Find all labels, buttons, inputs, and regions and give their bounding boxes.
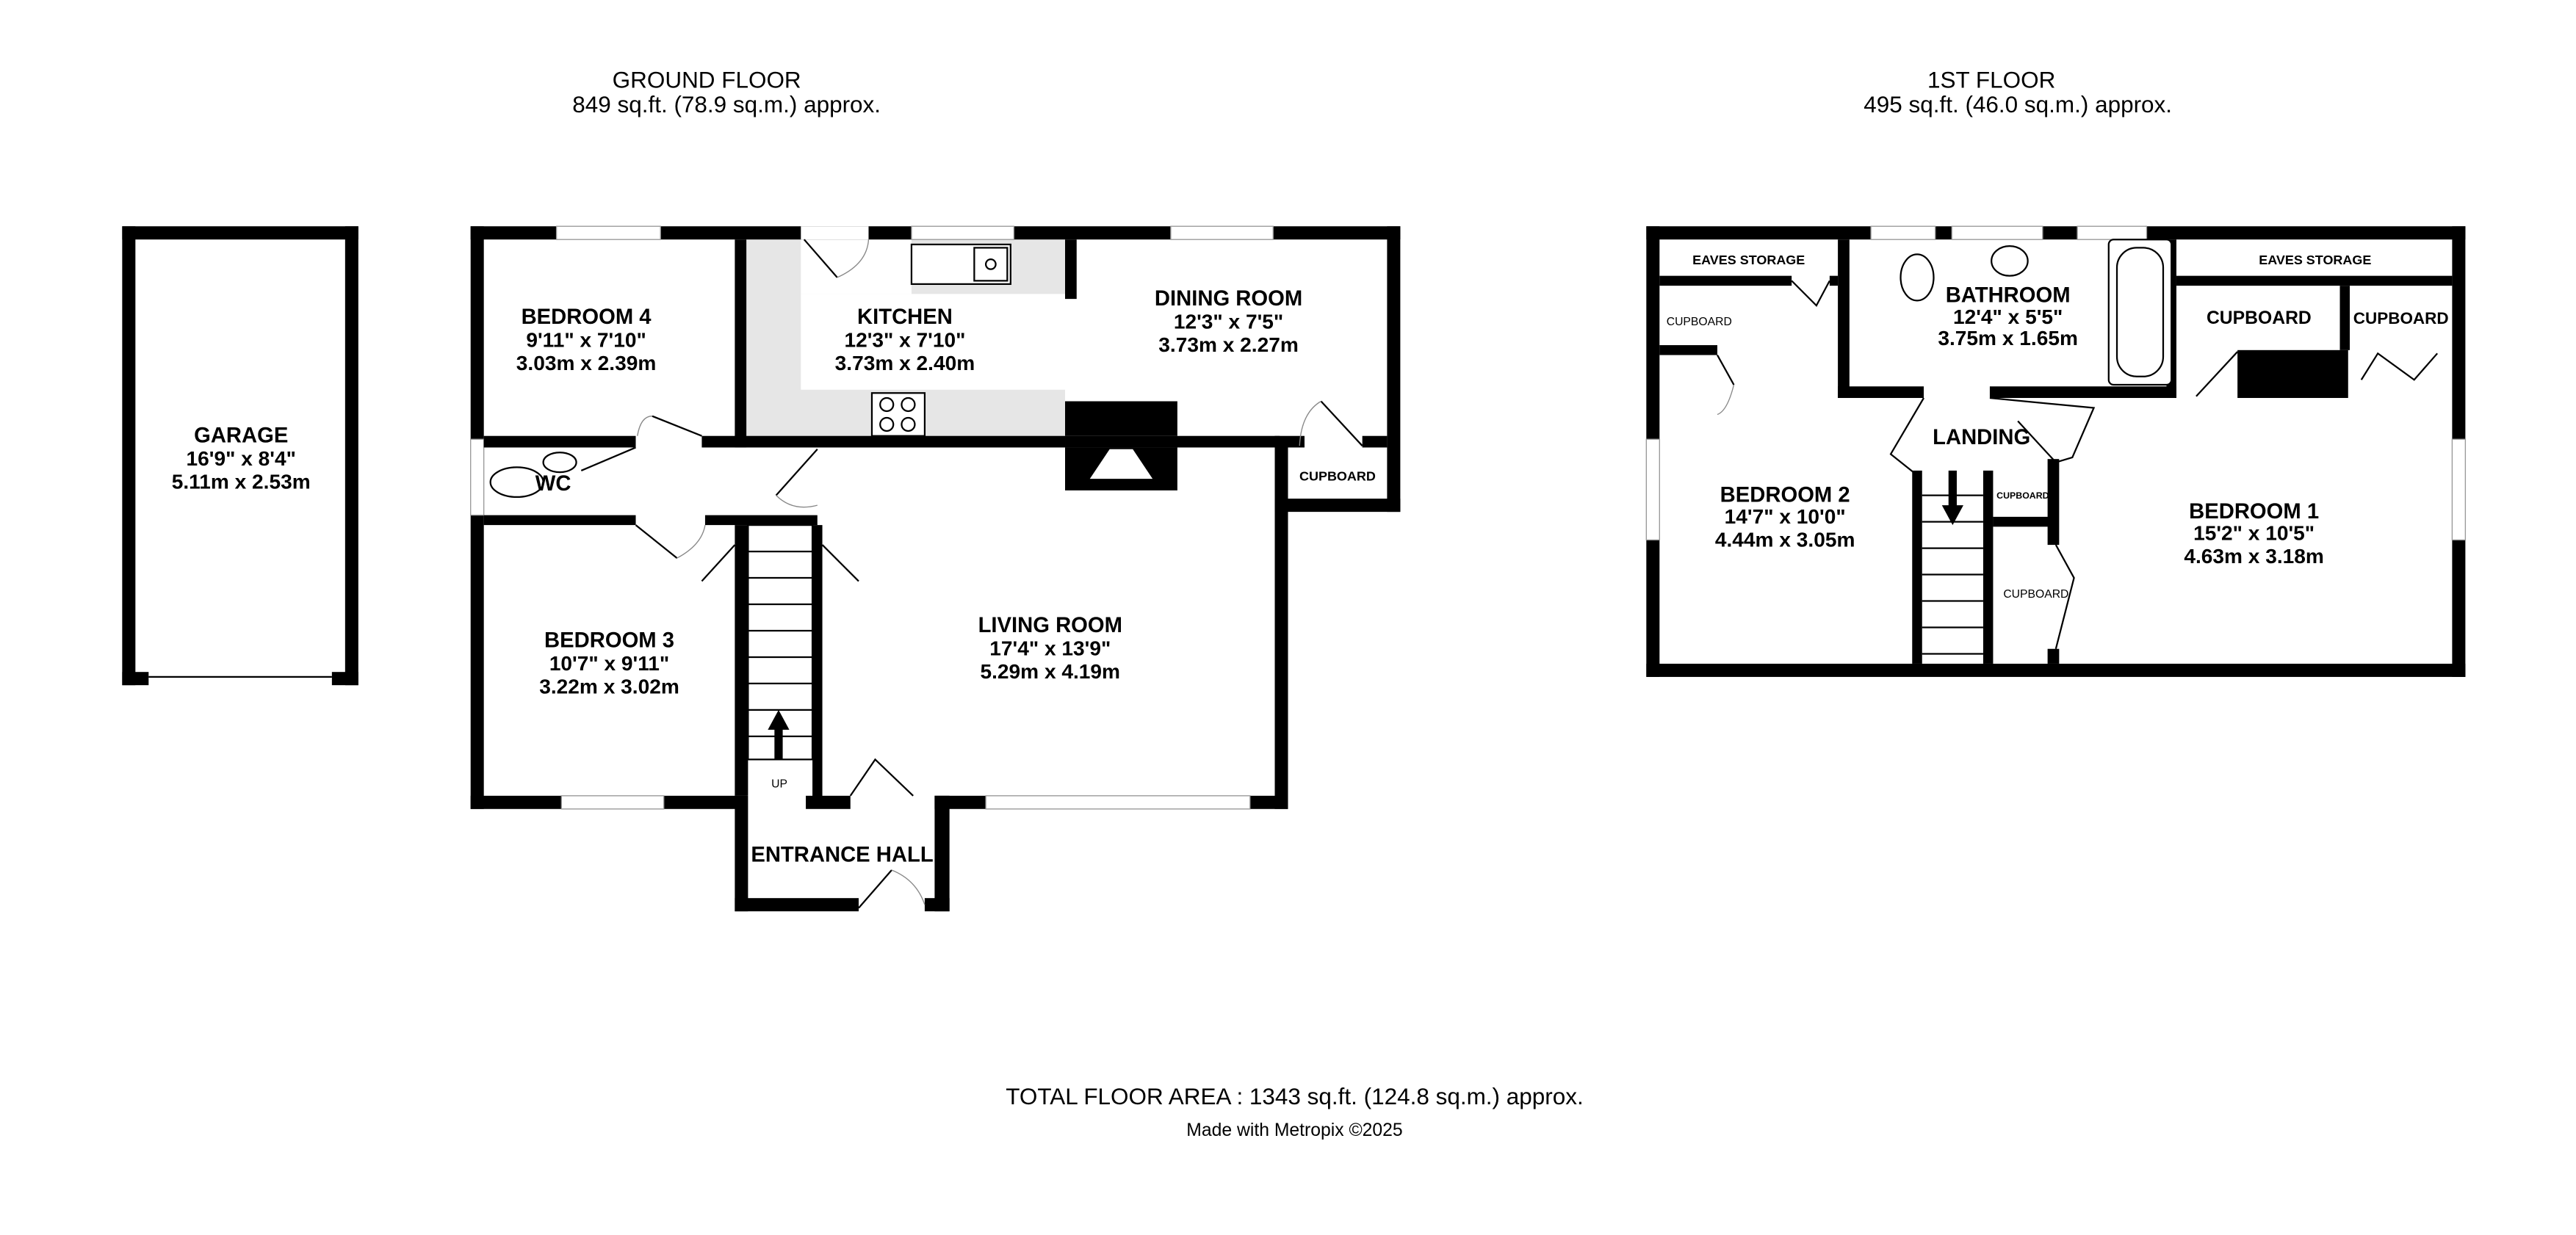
living-metric: 5.29m x 4.19m (980, 660, 1120, 683)
window (560, 795, 665, 810)
door (1717, 355, 1735, 385)
window (1870, 225, 1936, 240)
door (858, 869, 892, 909)
bedroom1-name: BEDROOM 1 (2189, 500, 2319, 524)
back-door-gap (801, 226, 869, 240)
first-floor-plan: EAVES STORAGE EAVES STORAGE CUPBOARD BAT… (1645, 225, 2467, 677)
door (775, 448, 818, 496)
garage-metric: 5.11m x 2.53m (172, 471, 311, 493)
kitchen-metric: 3.73m x 2.40m (835, 352, 975, 374)
credit: Made with Metropix ©2025 (1186, 1120, 1402, 1140)
cupboard-right-name: CUPBOARD (2353, 309, 2449, 327)
bedroom4-name: BEDROOM 4 (522, 305, 652, 329)
door (580, 446, 636, 471)
staircase: UP (747, 524, 814, 791)
ground-floor-plan: UP BEDROOM 4 9'11" x 7'10" 3.03m x 2.39m… (470, 225, 1401, 912)
entrance-hall-name: ENTRANCE HALL (751, 844, 933, 867)
bedroom3-metric: 3.22m x 3.02m (539, 675, 679, 698)
living-imperial: 17'4" x 13'9" (989, 637, 1111, 660)
bedroom2-name: BEDROOM 2 (1720, 484, 1850, 507)
garage: GARAGE 16'9" x 8'4" 5.11m x 2.53m (122, 226, 358, 686)
eaves-left-name: EAVES STORAGE (1692, 253, 1805, 267)
bedroom2-metric: 4.44m x 3.05m (1715, 528, 1855, 551)
kitchen-name: KITCHEN (857, 305, 953, 329)
bedroom4-metric: 3.03m x 2.39m (516, 352, 657, 374)
garage-name: GARAGE (194, 424, 288, 448)
bathroom-imperial: 12'4" x 5'5" (1953, 305, 2063, 328)
cupboard-bed1-name: CUPBOARD (2003, 588, 2068, 601)
ground-floor-area: 849 sq.ft. (78.9 sq.m.) approx. (572, 92, 881, 117)
bedroom2-imperial: 14'7" x 10'0" (1725, 505, 1846, 528)
first-floor-area: 495 sq.ft. (46.0 sq.m.) approx. (1864, 92, 2172, 117)
bedroom4-imperial: 9'11" x 7'10" (526, 328, 646, 351)
door (701, 544, 736, 582)
arrow-up-icon (774, 726, 783, 760)
door (1791, 280, 1830, 307)
window (2451, 438, 2467, 541)
basin-icon (542, 452, 577, 474)
door (1889, 397, 1924, 475)
toilet-icon (1899, 253, 1935, 302)
stairs-up-label: UP (771, 778, 787, 791)
cupboard-big-name: CUPBOARD (2207, 308, 2312, 328)
bedroom3-name: BEDROOM 3 (544, 629, 674, 652)
bedroom1-metric: 4.63m x 3.18m (2184, 545, 2324, 568)
arrow-down-icon (1941, 505, 1963, 526)
window (2077, 225, 2148, 240)
kitchen-imperial: 12'3" x 7'10" (844, 328, 965, 351)
first-floor-title: 1ST FLOOR (1927, 67, 2055, 93)
staircase (1922, 470, 1983, 655)
dining-name: DINING ROOM (1155, 287, 1302, 311)
chimney-breast (2237, 350, 2348, 399)
arrow-up-icon (768, 709, 790, 730)
cupboard-landing-name: CUPBOARD (1996, 490, 2049, 501)
window (911, 225, 1014, 240)
door (2196, 351, 2238, 397)
window (1951, 225, 2043, 240)
window (1170, 225, 1274, 240)
total-floor-area: TOTAL FLOOR AREA : 1343 sq.ft. (124.8 sq… (1006, 1084, 1583, 1109)
dining-metric: 3.73m x 2.27m (1158, 333, 1299, 356)
toilet-icon (489, 466, 544, 499)
dining-imperial: 12'3" x 7'5" (1174, 311, 1283, 333)
basin-icon (1991, 245, 2029, 277)
bedroom3-imperial: 10'7" x 9'11" (549, 652, 669, 675)
bathroom-metric: 3.75m x 1.65m (1938, 327, 2078, 350)
hob-icon (870, 392, 926, 437)
window (555, 225, 661, 240)
door (652, 415, 702, 437)
door (803, 239, 838, 278)
bedroom1-imperial: 15'2" x 10'5" (2193, 521, 2315, 544)
door (849, 758, 914, 797)
living-name: LIVING ROOM (978, 614, 1122, 637)
bathroom-name: BATHROOM (1946, 284, 2071, 308)
door (635, 524, 678, 559)
landing-name: LANDING (1933, 426, 2030, 449)
cupboard-name: CUPBOARD (1299, 468, 1376, 483)
cupboard-left-name: CUPBOARD (1667, 316, 1732, 328)
wc-name: WC (535, 472, 571, 496)
window (1645, 438, 1660, 541)
door (2054, 544, 2075, 649)
window (985, 795, 1251, 810)
eaves-right-name: EAVES STORAGE (2259, 253, 2371, 267)
garage-imperial: 16'9" x 8'4" (187, 447, 296, 470)
door (1320, 400, 1363, 446)
door (2017, 420, 2057, 463)
door (2360, 352, 2439, 381)
door (1989, 396, 2096, 463)
window (470, 438, 485, 516)
ground-floor-title: GROUND FLOOR (613, 67, 801, 93)
arrow-down-icon (1948, 470, 1957, 509)
